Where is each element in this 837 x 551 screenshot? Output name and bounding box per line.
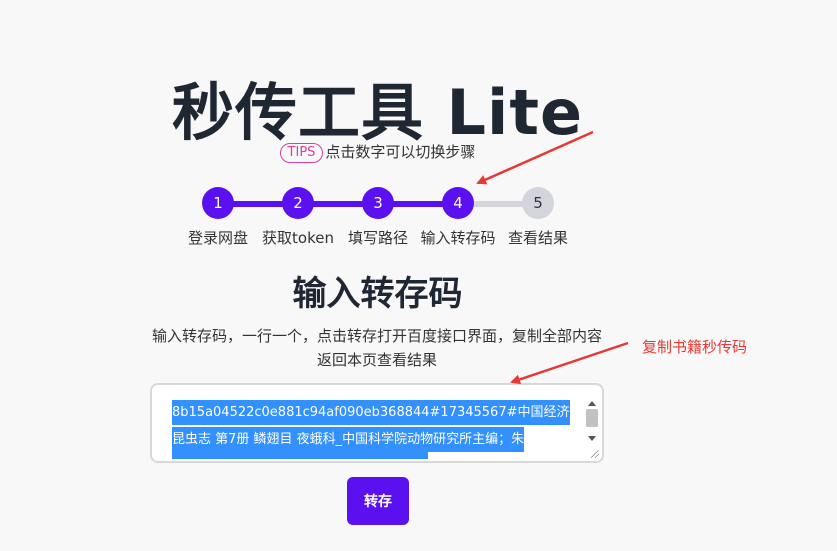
textarea-scrollbar[interactable] xyxy=(585,401,599,441)
stepper: 1 2 3 4 5 登录网盘 获取token 填写路径 输入转存码 查看结果 xyxy=(0,187,837,247)
scroll-down-arrow-icon[interactable] xyxy=(588,436,596,441)
textarea-line-1: 8b15a04522c0e881c94af090eb368844#1734556… xyxy=(172,400,570,425)
section-description: 输入转存码，一行一个，点击转存打开百度接口界面，复制全部内容返回本页查看结果 xyxy=(151,327,602,369)
app-title: 秒传工具 Lite xyxy=(171,76,584,149)
tips-badge: TIPS xyxy=(279,143,324,163)
stepper-track-remaining xyxy=(458,201,538,207)
scroll-up-arrow-icon[interactable] xyxy=(588,401,596,406)
stepper-track-completed xyxy=(218,201,458,207)
scrollbar-thumb[interactable] xyxy=(586,409,598,427)
step-4-label: 输入转存码 xyxy=(420,229,496,247)
step-5-label: 查看结果 xyxy=(507,229,568,247)
step-3-button[interactable]: 3 xyxy=(362,187,394,219)
textarea-line-2: 昆虫志 第7册 鳞翅目 夜蛾科_中国科学院动物研究所主编；朱 xyxy=(172,427,525,452)
textarea-content[interactable]: 8b15a04522c0e881c94af090eb368844#1734556… xyxy=(172,399,570,480)
step-1-button[interactable]: 1 xyxy=(202,187,234,219)
resize-grip-icon[interactable] xyxy=(591,450,599,458)
step-3-label: 填写路径 xyxy=(347,229,408,247)
transfer-button[interactable]: 转存 xyxy=(347,477,409,525)
tips-text: 点击数字可以切换步骤 xyxy=(325,143,476,161)
step-2-button[interactable]: 2 xyxy=(282,187,314,219)
transfer-code-textarea[interactable]: 8b15a04522c0e881c94af090eb368844#1734556… xyxy=(150,383,604,463)
step-1-label: 登录网盘 xyxy=(187,229,248,247)
textarea-line-3 xyxy=(172,451,428,459)
step-5-button[interactable]: 5 xyxy=(522,187,554,219)
step-4-button[interactable]: 4 xyxy=(442,187,474,219)
step-2-label: 获取token xyxy=(262,229,334,247)
section-title: 输入转存码 xyxy=(292,274,463,314)
annotation-label: 复制书籍秒传码 xyxy=(642,338,748,356)
